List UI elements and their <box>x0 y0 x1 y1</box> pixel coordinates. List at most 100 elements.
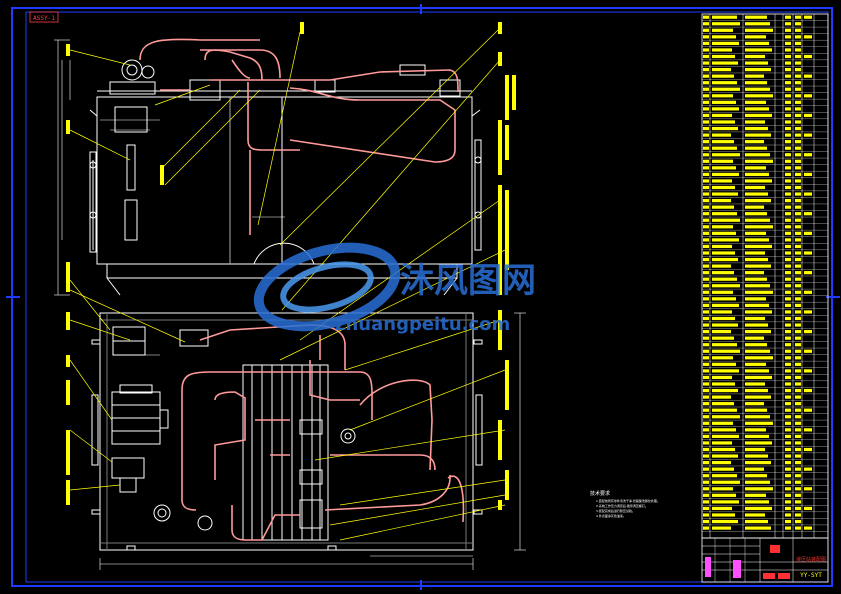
bom-cell-text <box>703 113 709 118</box>
bom-cell-text <box>804 172 812 176</box>
bom-cell-text <box>712 120 735 124</box>
bom-cell-text <box>712 519 738 524</box>
bom-cell-text <box>745 349 770 353</box>
bom-cell-text <box>745 166 766 170</box>
bom-cell-text <box>795 382 801 386</box>
bom-cell-text <box>745 415 770 419</box>
bom-cell-text <box>712 22 740 26</box>
bom-cell-text <box>804 231 812 235</box>
bom-cell-text <box>712 218 740 222</box>
bom-cell-text <box>703 205 709 209</box>
bom-cell-text <box>795 395 801 399</box>
bom-cell-text <box>703 395 709 399</box>
bom-cell-text <box>745 257 768 262</box>
bom-cell-text <box>795 434 801 438</box>
bom-cell-text <box>745 369 769 373</box>
bom-cell-text <box>785 133 791 137</box>
bom-cell-text <box>703 28 709 32</box>
bom-cell-text <box>703 87 709 91</box>
bom-cell-text <box>745 244 772 249</box>
bom-cell-text <box>703 487 709 491</box>
bom-cell-text <box>703 192 709 196</box>
bom-cell-text <box>795 100 801 104</box>
bom-cell-text <box>785 434 791 438</box>
bom-cell-text <box>703 388 709 393</box>
bom-cell-text <box>703 277 709 281</box>
bom-cell-text <box>712 375 732 380</box>
bom-cell-text <box>712 402 734 406</box>
bom-cell-text <box>703 323 709 327</box>
bom-cell-text <box>712 343 737 347</box>
bom-cell-text <box>804 310 812 314</box>
bom-cell-text <box>703 421 709 425</box>
bom-cell-text <box>785 100 791 104</box>
bom-cell-text <box>745 185 765 190</box>
bom-cell-text <box>795 94 801 98</box>
bom-cell-text <box>703 74 709 78</box>
bom-cell-text <box>795 81 801 85</box>
cooler-grid <box>242 364 329 541</box>
front-view-dimensions <box>54 39 285 296</box>
bom-cell-text <box>785 35 791 39</box>
bom-cell-text <box>795 375 801 380</box>
bom-cell-text <box>804 388 812 393</box>
bom-cell-text <box>712 441 732 445</box>
bom-cell-text <box>745 22 770 26</box>
bom-cell-text <box>795 238 801 242</box>
bom-cell-text <box>804 290 812 294</box>
bom-cell-text <box>795 192 801 196</box>
bom-cell-text <box>712 323 738 327</box>
bom-cell-text <box>745 231 766 235</box>
bom-cell-text <box>795 264 801 268</box>
bom-cell-text <box>785 48 791 52</box>
bom-cell-text <box>745 87 770 91</box>
bom-cell-text <box>785 402 791 406</box>
bom-cell-text <box>795 480 801 484</box>
bom-cell-text <box>745 192 768 196</box>
leader-lines <box>69 29 506 541</box>
bom-cell-text <box>795 113 801 118</box>
bom-cell-text <box>795 87 801 91</box>
bom-cell-text <box>785 94 791 98</box>
bom-cell-text <box>785 74 791 78</box>
bom-cell-text <box>712 35 736 39</box>
bom-cell-text <box>745 493 766 497</box>
bom-cell-text <box>703 343 709 347</box>
bom-cell-text <box>785 107 791 111</box>
bom-cell-text <box>703 402 709 406</box>
bom-cell-text <box>712 225 733 229</box>
bom-cell-text <box>795 179 801 183</box>
bom-cell-text <box>745 205 764 209</box>
bom-cell-text <box>785 349 791 353</box>
bom-cell-text <box>703 506 709 511</box>
bom-cell-text <box>745 238 769 242</box>
bom-cell-text <box>703 284 709 288</box>
bom-cell-text <box>703 467 709 471</box>
technical-notes: 技术要求 1.装配前所有零件清洗干净,管路酸洗磷化处理。 2.系统工作压力调定后… <box>590 490 660 518</box>
bom-cell-text <box>712 199 731 203</box>
bom-cell-text <box>703 199 709 203</box>
bom-cell-text <box>795 126 801 131</box>
bom-cell-text <box>785 356 791 360</box>
bom-cell-text <box>795 107 801 111</box>
bom-cell-text <box>785 290 791 294</box>
bom-cell-text <box>804 349 812 353</box>
bom-cell-text <box>703 461 709 465</box>
bom-cell-text <box>712 356 733 360</box>
bom-cell-text <box>785 153 791 157</box>
bom-cell-text <box>795 290 801 294</box>
bom-cell-text <box>745 100 766 104</box>
bom-cell-text <box>712 159 733 163</box>
bom-cell-text <box>703 48 709 52</box>
bom-cell-text <box>703 290 709 294</box>
bom-cell-text <box>785 54 791 59</box>
bom-cell-text <box>703 15 709 19</box>
bom-cell-text <box>804 251 812 255</box>
bom-cell-text <box>745 297 766 301</box>
bom-cell-text <box>712 231 736 235</box>
bom-cell-text <box>703 330 709 334</box>
bom-cell-text <box>785 336 791 340</box>
plan-view-pipes <box>181 324 465 541</box>
corner-tag: ASSY-1 <box>33 15 55 22</box>
bom-cell-text <box>745 212 767 216</box>
